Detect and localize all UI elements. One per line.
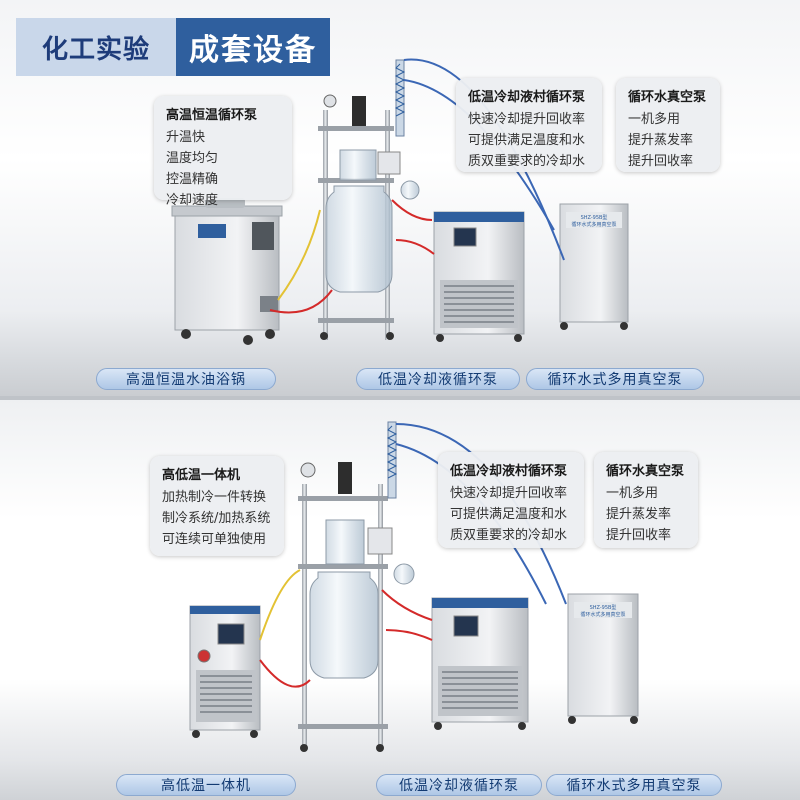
card-line: 可连续可单独使用: [162, 532, 267, 547]
card-low-temp-pump-top: 低温冷却液村循环泵 快速冷却提升回收率 可提供满足温度和水 质双重要求的冷却水: [456, 78, 602, 172]
card-title: 循环水真空泵: [606, 464, 685, 479]
card-line: 提升蒸发率: [628, 133, 694, 148]
card-title: 低温冷却液村循环泵: [450, 464, 568, 479]
card-low-temp-pump-bottom: 低温冷却液村循环泵 快速冷却提升回收率 可提供满足温度和水 质双重要求的冷却水: [438, 452, 584, 548]
label-chiller-top: 低温冷却液循环泵: [356, 368, 520, 390]
label-vacuum-pump-top: 循环水式多用真空泵: [526, 368, 704, 390]
card-line: 控温精确: [166, 172, 219, 187]
vacuum-pump-top: SHZ-95B型 循环水式多用真空泵: [559, 203, 629, 330]
section-divider: [0, 396, 800, 400]
vacuum-pump-bottom-text: SHZ-95B型: [590, 604, 617, 611]
high-low-temp-unit: [189, 605, 261, 738]
card-line: 加热制冷一件转换: [162, 490, 267, 505]
card-line: 冷却速度: [166, 193, 219, 208]
hot-water-oil-bath: [171, 198, 283, 345]
card-line: 提升蒸发率: [606, 507, 672, 522]
card-line: 升温快: [166, 130, 206, 145]
header-right-title: 成套设备: [176, 18, 330, 76]
label-vacuum-pump-bottom: 循环水式多用真空泵: [546, 774, 722, 796]
card-line: 提升回收率: [606, 528, 672, 543]
card-line: 快速冷却提升回收率: [450, 486, 568, 501]
card-high-temp-pump: 高温恒温循环泵 升温快 温度均匀 控温精确 冷却速度: [154, 96, 292, 208]
card-line: 一机多用: [606, 486, 659, 501]
glass-reactor-top: [318, 59, 420, 340]
card-vacuum-pump-bottom: 循环水真空泵 一机多用 提升蒸发率 提升回收率: [594, 452, 698, 548]
card-line: 制冷系统/加热系统: [162, 511, 271, 526]
card-title: 低温冷却液村循环泵: [468, 90, 586, 105]
card-title: 高温恒温循环泵: [166, 108, 258, 123]
card-vacuum-pump-top: 循环水真空泵 一机多用 提升蒸发率 提升回收率: [616, 78, 720, 172]
low-temp-chiller-bottom: [431, 597, 529, 730]
label-hot-bath: 高温恒温水油浴锅: [96, 368, 276, 390]
card-line: 提升回收率: [628, 154, 694, 169]
label-high-low-unit: 高低温一体机: [116, 774, 296, 796]
card-line: 可提供满足温度和水: [450, 507, 568, 522]
vacuum-pump-top-text: SHZ-95B型: [581, 214, 608, 221]
vacuum-pump-sub-text: 循环水式多用真空泵: [571, 221, 616, 228]
card-line: 可提供满足温度和水: [468, 133, 586, 148]
label-chiller-bottom: 低温冷却液循环泵: [376, 774, 542, 796]
card-title: 循环水真空泵: [628, 90, 707, 105]
glass-reactor-bottom: [298, 421, 415, 752]
card-line: 质双重要求的冷却水: [468, 154, 586, 169]
header-left-title: 化工实验: [16, 18, 176, 76]
low-temp-chiller-top: [433, 211, 525, 342]
card-line: 快速冷却提升回收率: [468, 112, 586, 127]
card-line: 温度均匀: [166, 151, 219, 166]
card-title: 高低温一体机: [162, 468, 241, 483]
vacuum-pump-bottom-sub-text: 循环水式多用真空泵: [580, 611, 625, 618]
card-line: 质双重要求的冷却水: [450, 528, 568, 543]
card-line: 一机多用: [628, 112, 681, 127]
vacuum-pump-bottom: SHZ-95B型 循环水式多用真空泵: [567, 593, 639, 724]
card-high-low-unit: 高低温一体机 加热制冷一件转换 制冷系统/加热系统 可连续可单独使用: [150, 456, 284, 556]
